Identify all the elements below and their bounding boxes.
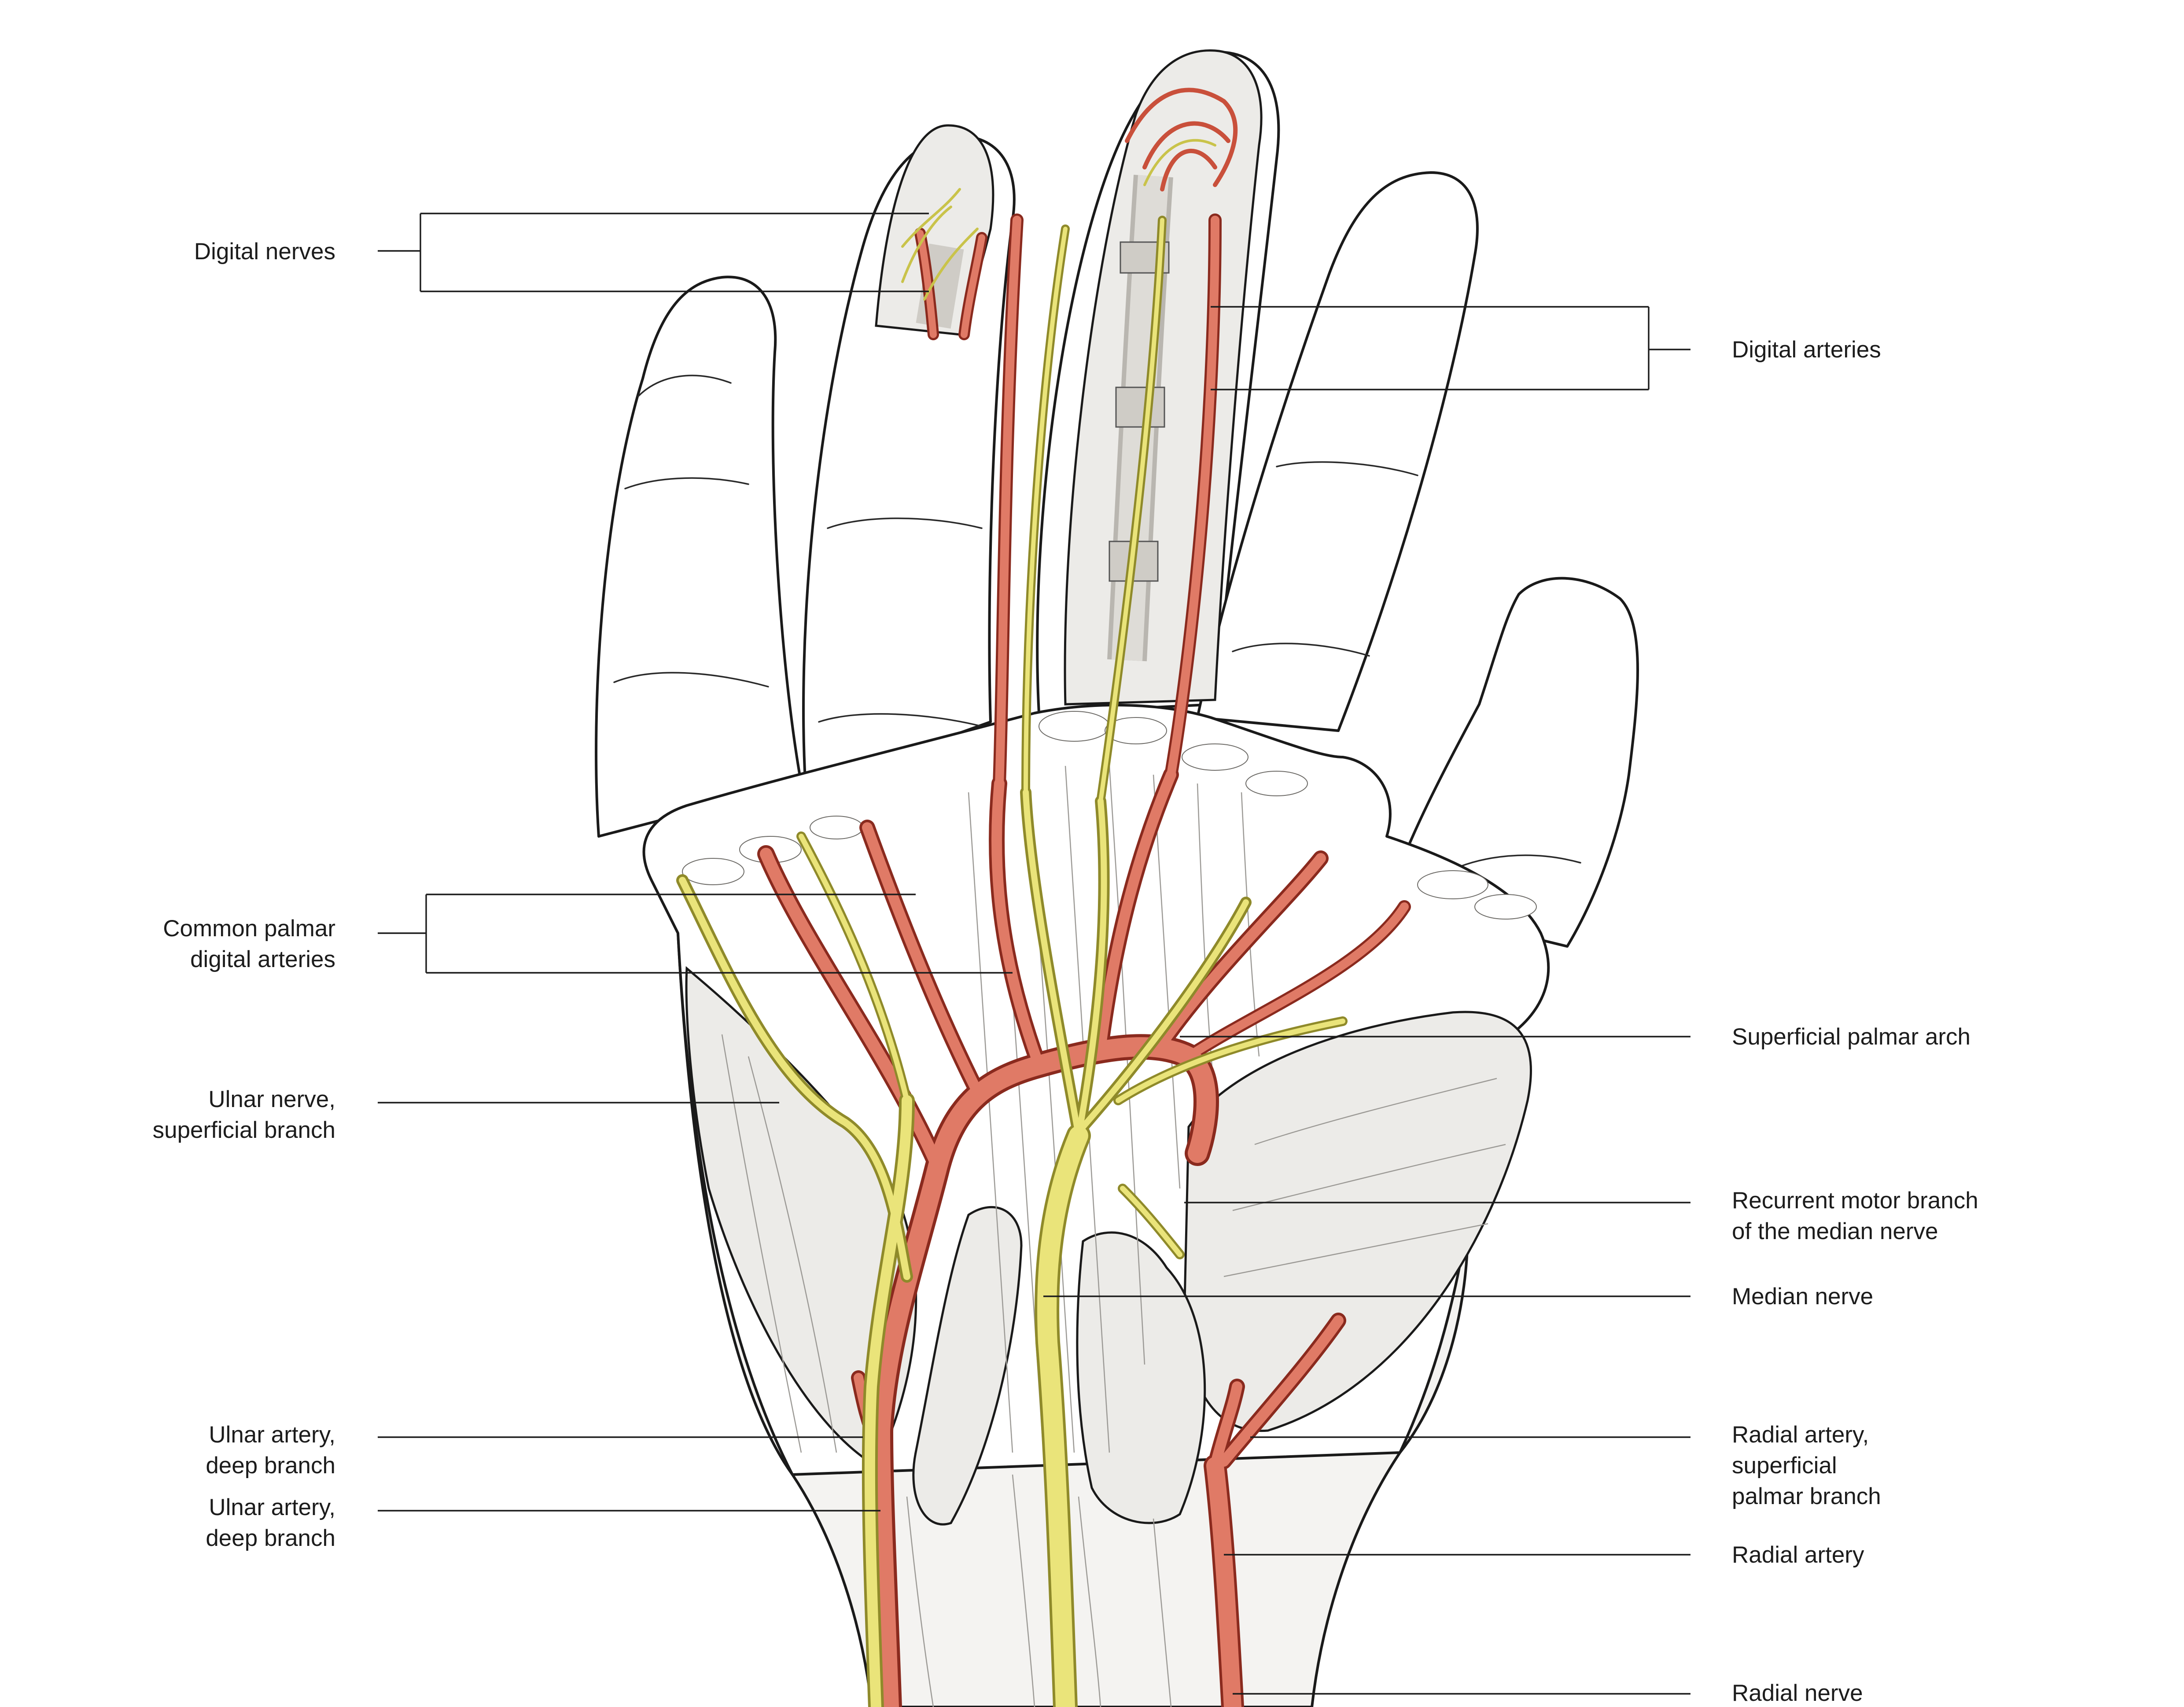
label-median-nerve: Median nerve	[1732, 1284, 1873, 1310]
label-superficial-palmar-arch: Superficial palmar arch	[1732, 1024, 1970, 1050]
leader-digital-arteries	[1211, 306, 1690, 390]
nerve-fill	[679, 218, 1345, 1707]
label-ulnar-artery-b-line2: deep branch	[206, 1525, 335, 1551]
label-radial-nerve: Radial nerve	[1732, 1680, 1863, 1706]
leader-lines	[378, 213, 1690, 1695]
label-common-palmar-line2: digital arteries	[190, 946, 335, 972]
label-radial-superficial-line1: Radial artery,	[1732, 1422, 1869, 1448]
ring-finger-crease-1	[827, 517, 983, 529]
label-ulnar-artery-b-line1: Ulnar artery,	[209, 1494, 335, 1520]
label-radial-superficial-line2: superficial	[1732, 1453, 1837, 1479]
index-finger-crease-1	[1276, 461, 1418, 476]
leader-digital-nerves	[378, 213, 929, 292]
radial-superficial-branch-2	[1219, 1315, 1344, 1467]
ulnar-nerve-superficial-branch	[679, 877, 910, 1280]
nerves	[676, 139, 1348, 1707]
thumb	[1385, 577, 1639, 948]
fingertip-artery-network	[1125, 88, 1238, 191]
little-finger-crease-2	[613, 672, 769, 688]
common-palmar-digital-3	[991, 778, 1044, 1071]
digital-nerve-middle-right	[1098, 218, 1164, 803]
index-finger-crease-2	[1232, 643, 1370, 657]
common-palmar-digital-4	[1095, 769, 1176, 1053]
radial-superficial-branch	[1210, 1381, 1242, 1471]
labels-right: Digital arteries Superficial palmar arch…	[1732, 337, 1978, 1706]
label-ulnar-artery-a-line1: Ulnar artery,	[209, 1422, 335, 1448]
common-palmar-digital-5	[1157, 853, 1326, 1048]
label-ulnar-nerve-line2: superficial branch	[153, 1117, 335, 1143]
digital-artery-middle-left	[995, 216, 1021, 788]
recurrent-motor-branch	[1120, 1186, 1182, 1257]
label-digital-arteries: Digital arteries	[1732, 337, 1881, 363]
label-common-palmar-line1: Common palmar	[163, 916, 335, 942]
fingertip-nerve-network	[901, 139, 1216, 301]
median-digital-branch-3	[1080, 899, 1249, 1130]
thumb-artery	[1184, 902, 1409, 1061]
little-finger-crease-1	[624, 477, 749, 489]
arteries	[757, 88, 1411, 1707]
digital-nerve-middle-left	[1024, 227, 1068, 795]
ring-finger-crease-2	[818, 713, 983, 727]
common-palmar-digital-2	[862, 822, 983, 1097]
little-finger-nail-line	[637, 375, 732, 397]
median-digital-branch-2	[1075, 798, 1107, 1139]
median-thumb-branch	[1116, 1019, 1345, 1103]
label-recurrent-motor-line1: Recurrent motor branch	[1732, 1188, 1978, 1214]
median-nerve	[1037, 1126, 1088, 1707]
label-recurrent-motor-line2: of the median nerve	[1732, 1218, 1938, 1244]
label-ulnar-nerve-line1: Ulnar nerve,	[208, 1086, 335, 1112]
label-radial-artery: Radial artery	[1732, 1542, 1864, 1568]
label-ulnar-artery-a-line2: deep branch	[206, 1453, 335, 1479]
index-finger	[1196, 171, 1479, 732]
leader-common-palmar	[378, 894, 1013, 974]
label-digital-nerves: Digital nerves	[194, 239, 335, 265]
median-digital-branch-1	[1023, 789, 1082, 1139]
radial-artery	[1206, 1457, 1241, 1707]
digital-artery-middle-right	[1167, 216, 1219, 779]
little-finger	[595, 276, 803, 838]
label-radial-superficial-line3: palmar branch	[1732, 1483, 1881, 1509]
retinaculum-flap-left	[912, 1206, 1023, 1526]
digital-artery-ring-right	[961, 234, 985, 338]
labels-left: Digital nerves Common palmar digital art…	[153, 239, 335, 1551]
ulnar-nerve	[864, 1095, 912, 1707]
ulnar-digital-branch	[799, 834, 910, 1103]
